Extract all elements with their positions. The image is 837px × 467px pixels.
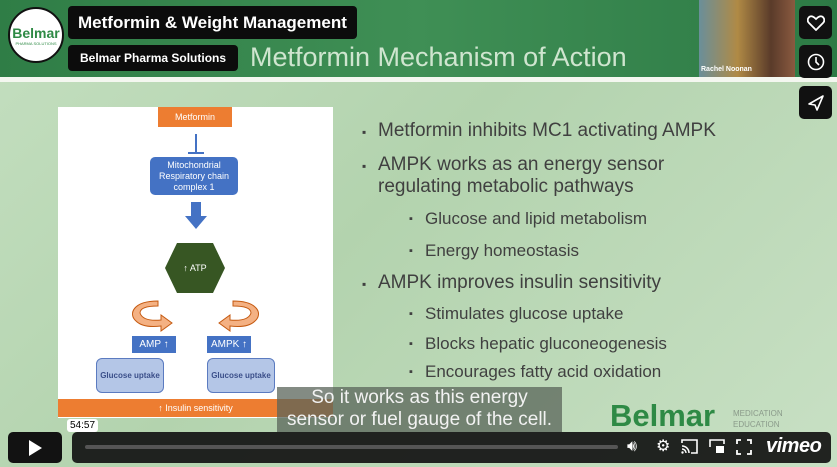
bullet: Metformin inhibits MC1 activating AMPK [362, 120, 716, 142]
play-button[interactable] [8, 432, 62, 463]
bullet-continuation: regulating metabolic pathways [378, 176, 634, 197]
clock-icon [807, 53, 824, 70]
caption-box: So it works as this energy sensor or fue… [277, 387, 562, 432]
atp-hexagon [165, 243, 225, 293]
inhibit-icon [188, 134, 204, 154]
mito-box: Mitochondrial Respiratory chain complex … [150, 157, 238, 195]
presenter-webcam: Rachel Noonan [699, 0, 795, 77]
send-icon [807, 94, 824, 111]
insulin-sensitivity-box: ↑ Insulin sensitivity [58, 399, 333, 417]
like-button[interactable] [799, 6, 832, 39]
channel-logo[interactable]: Belmar PHARMA SOLUTIONS [8, 7, 64, 63]
volume-icon: 🔊︎ [627, 438, 638, 455]
sub-bullet: Blocks hepatic gluconeogenesis [409, 334, 667, 354]
time-tooltip: 54:57 [67, 419, 98, 432]
settings-button[interactable]: ⚙ [656, 438, 670, 456]
control-bar: 🔊︎ ⚙ vimeo [72, 432, 831, 463]
sub-bullet: Energy homeostasis [409, 241, 579, 261]
bullet: AMPK works as an energy sensor [362, 154, 664, 176]
video-title[interactable]: Metformin & Weight Management [68, 6, 357, 39]
brand-logo: Belmar [610, 398, 716, 433]
progress-bar[interactable] [85, 445, 618, 449]
cycle-arrow-left-icon [132, 300, 173, 332]
glucose-uptake-box: Glucose uptake [207, 358, 275, 393]
glucose-uptake-box: Glucose uptake [96, 358, 164, 393]
channel-name[interactable]: Belmar Pharma Solutions [68, 45, 239, 71]
presenter-name: Rachel Noonan [701, 66, 752, 73]
cast-icon [681, 439, 698, 454]
cast-button[interactable] [681, 439, 698, 459]
sub-bullet: Stimulates glucose uptake [409, 304, 623, 324]
share-button[interactable] [799, 86, 832, 119]
cycle-arrow-right-icon [218, 300, 259, 332]
gear-icon: ⚙ [656, 438, 671, 455]
amp-box: AMP ↑ [132, 336, 176, 353]
arrow-down-icon [185, 202, 207, 229]
sub-bullet: Encourages fatty acid oxidation [409, 362, 661, 382]
volume-button[interactable]: 🔊︎ [627, 438, 637, 456]
fullscreen-icon [736, 439, 752, 455]
play-icon [29, 439, 42, 456]
slide-divider [0, 77, 837, 82]
fullscreen-button[interactable] [736, 439, 752, 460]
bullet: AMPK improves insulin sensitivity [362, 272, 661, 294]
sub-bullet: Glucose and lipid metabolism [409, 209, 647, 229]
slide-title: Metformin Mechanism of Action [250, 42, 627, 72]
brand-tagline: MEDICATION EDUCATION [733, 409, 783, 429]
atp-label: ↑ ATP [183, 263, 207, 273]
heart-icon [806, 14, 825, 31]
watch-later-button[interactable] [799, 45, 832, 78]
ampk-box: AMPK ↑ [207, 336, 251, 353]
picture-in-picture-icon [709, 439, 725, 453]
vimeo-logo[interactable]: vimeo [766, 435, 822, 457]
insulin-sensitivity-label: ↑ Insulin sensitivity [158, 403, 233, 413]
metformin-box: Metformin [158, 107, 232, 127]
pip-button[interactable] [709, 439, 725, 459]
mechanism-diagram: Metformin Mitochondrial Respiratory chai… [58, 107, 333, 418]
